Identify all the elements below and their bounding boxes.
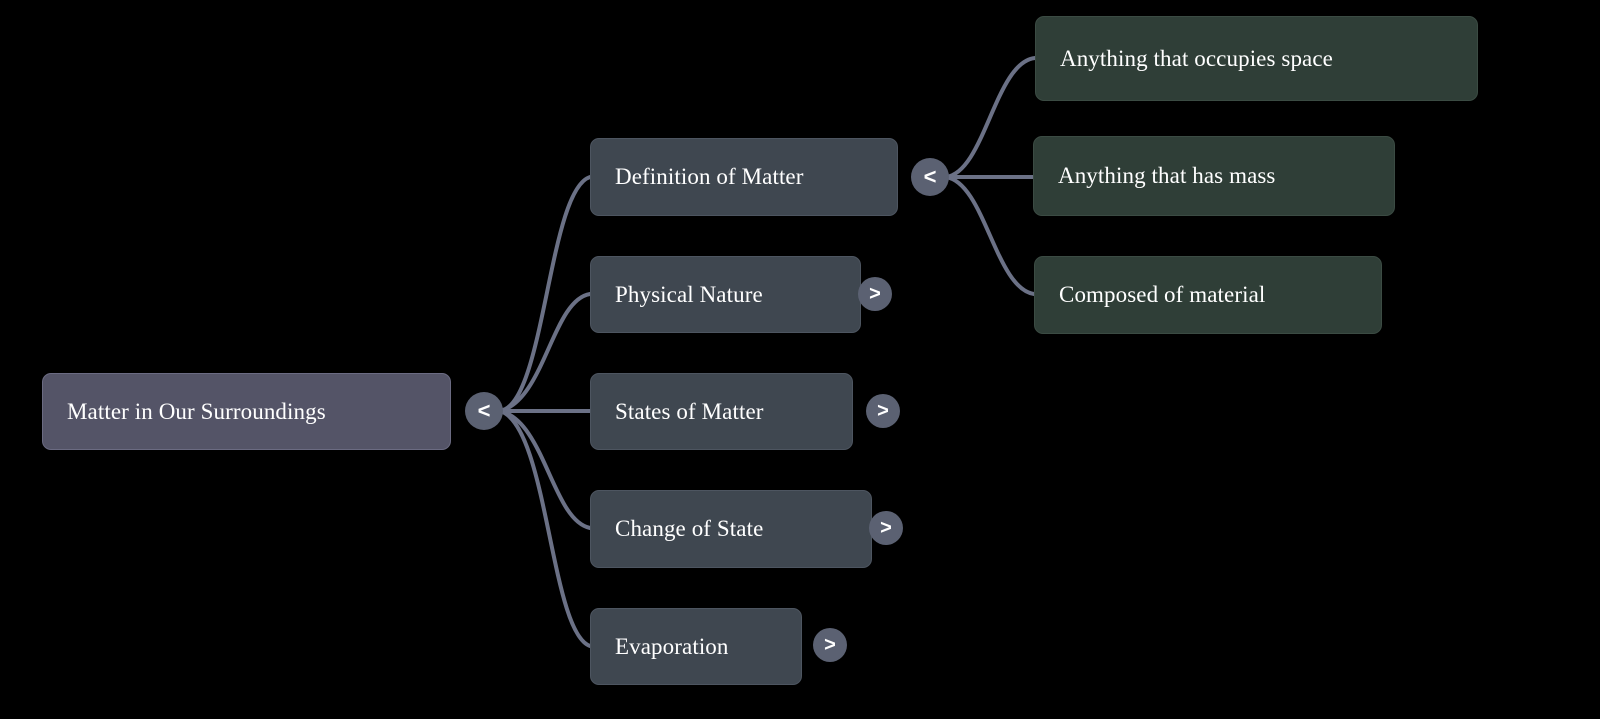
node-root[interactable]: Matter in Our Surroundings — [42, 373, 451, 450]
node-composed-of-material[interactable]: Composed of material — [1034, 256, 1382, 334]
chevron-left-icon: < — [477, 398, 491, 423]
node-evaporation-label: Evaporation — [615, 633, 729, 659]
node-change-of-state[interactable]: Change of State — [590, 490, 872, 568]
node-definition-of-matter[interactable]: Definition of Matter — [590, 138, 898, 216]
edge-root-to-evaporation — [498, 409, 592, 648]
edge-root-to-definition — [498, 175, 592, 413]
node-evaporation[interactable]: Evaporation — [590, 608, 802, 685]
edge-definition-to-occupies — [944, 56, 1037, 179]
toggle-evaporation[interactable]: > — [813, 628, 847, 662]
chevron-right-icon: > — [824, 633, 836, 656]
toggle-change-of-state[interactable]: > — [869, 511, 903, 545]
chevron-right-icon: > — [877, 399, 889, 422]
chevron-right-icon: > — [880, 516, 892, 539]
node-physical-nature-label: Physical Nature — [615, 281, 763, 307]
node-states-of-matter[interactable]: States of Matter — [590, 373, 853, 450]
node-anything-that-occupies-space-label: Anything that occupies space — [1060, 45, 1333, 71]
toggle-states-of-matter[interactable]: > — [866, 394, 900, 428]
toggle-root[interactable]: < — [465, 392, 503, 430]
node-root-label: Matter in Our Surroundings — [67, 398, 326, 424]
node-states-of-matter-label: States of Matter — [615, 398, 764, 424]
node-physical-nature[interactable]: Physical Nature — [590, 256, 861, 333]
node-anything-that-has-mass[interactable]: Anything that has mass — [1033, 136, 1395, 216]
edge-root-to-physical — [498, 292, 592, 413]
node-anything-that-occupies-space[interactable]: Anything that occupies space — [1035, 16, 1478, 101]
edge-definition-to-composed — [944, 175, 1036, 296]
chevron-left-icon: < — [923, 164, 937, 189]
edge-root-to-change — [498, 409, 592, 530]
node-anything-that-has-mass-label: Anything that has mass — [1058, 163, 1276, 188]
node-definition-of-matter-label: Definition of Matter — [615, 164, 804, 189]
toggle-physical-nature[interactable]: > — [858, 277, 892, 311]
toggle-definition-of-matter[interactable]: < — [911, 158, 949, 196]
chevron-right-icon: > — [869, 282, 881, 305]
node-change-of-state-label: Change of State — [615, 516, 764, 541]
node-composed-of-material-label: Composed of material — [1059, 282, 1266, 307]
